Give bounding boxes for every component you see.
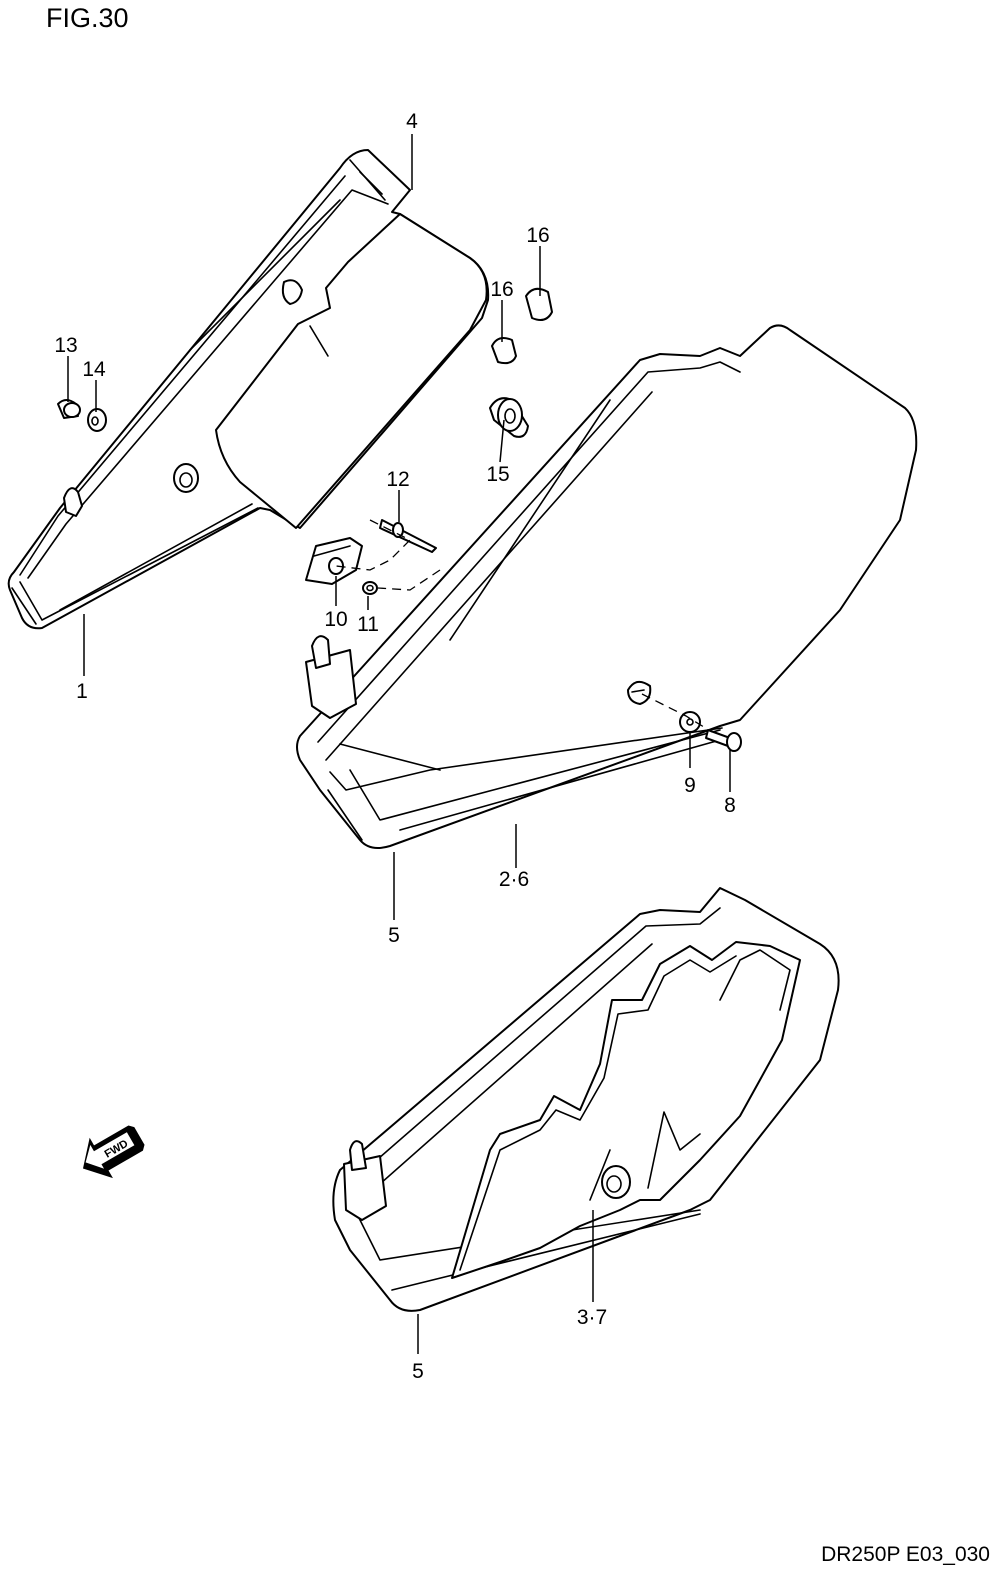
washer-part-11[interactable] (362, 581, 378, 595)
callout-14: 14 (82, 358, 106, 381)
frame-cover-part-3-7[interactable] (332, 887, 840, 1312)
callout-16-lower: 16 (490, 278, 513, 301)
callout-1: 1 (76, 680, 88, 703)
callout-8: 8 (724, 794, 736, 817)
frame-cover-part-1[interactable] (7, 149, 490, 630)
assembly-line-upper (335, 519, 412, 571)
grommet-part-15[interactable] (489, 397, 529, 438)
bolt-part-8[interactable] (705, 729, 742, 752)
callout-12: 12 (386, 468, 409, 491)
frame-cover-part-2-6[interactable] (296, 324, 918, 849)
assembly-line-right (641, 693, 713, 733)
callout-2-6: 2·6 (499, 868, 529, 891)
callout-13: 13 (54, 334, 77, 357)
washer-part-14[interactable] (87, 408, 107, 432)
callout-11: 11 (357, 613, 379, 636)
callout-10: 10 (324, 608, 347, 631)
cushion-part-16-upper[interactable] (525, 287, 553, 321)
rivet-pin-part-12[interactable] (379, 519, 437, 553)
callout-3-7: 3·7 (577, 1306, 607, 1329)
drawing-code: DR250P E03_030 (821, 1543, 990, 1566)
callout-5-lower: 5 (412, 1360, 424, 1383)
figure-title: FIG.30 (46, 3, 129, 33)
callout-5-upper: 5 (388, 924, 400, 947)
callout-15: 15 (486, 463, 509, 486)
bolt-part-13[interactable] (57, 399, 81, 419)
callout-16-upper: 16 (526, 224, 549, 247)
assembly-line-lower (377, 569, 441, 591)
clip-nut-part-10[interactable] (305, 537, 363, 585)
cushion-part-16-lower[interactable] (491, 337, 517, 365)
fwd-arrow-icon: FWD (82, 1125, 145, 1179)
callout-9: 9 (684, 774, 696, 797)
callout-4: 4 (406, 110, 418, 133)
